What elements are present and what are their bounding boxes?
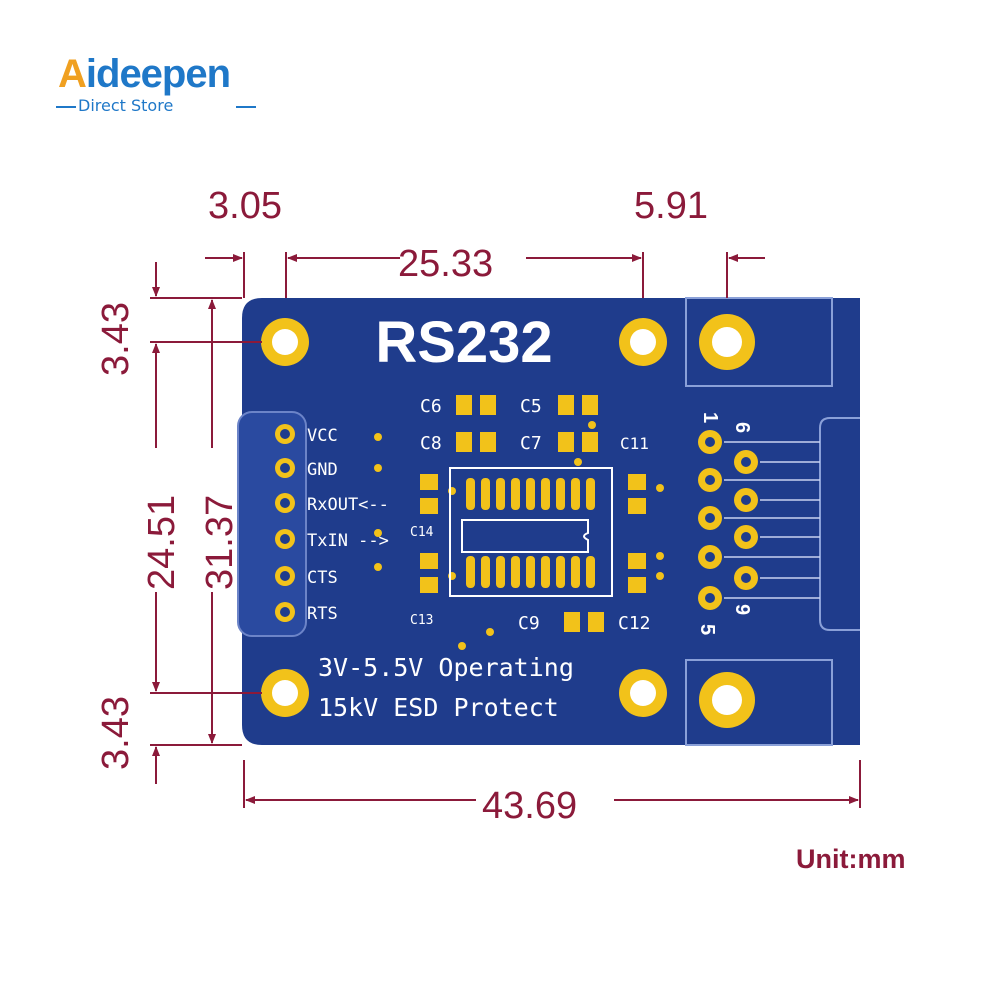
cap-label-c9: C9 — [518, 613, 540, 634]
pin-header — [275, 424, 295, 622]
dim-hole-spacing-y: 24.51 — [141, 495, 183, 590]
dim-top-margin: 3.43 — [95, 302, 137, 376]
cap-label-c8: C8 — [420, 433, 442, 454]
db9-connector-pads — [698, 430, 820, 610]
board-title: RS232 — [375, 310, 552, 375]
dim-connector-offset: 5.91 — [634, 185, 708, 227]
pin-label-rts: RTS — [307, 604, 338, 624]
cap-label-c5: C5 — [520, 396, 542, 417]
dim-board-height: 31.37 — [199, 495, 241, 590]
cap-label-c12: C12 — [618, 613, 651, 634]
capacitor-pads — [420, 395, 646, 632]
dim-board-width: 43.69 — [482, 785, 577, 827]
ic-footprint — [449, 467, 613, 597]
mounting-holes — [261, 314, 755, 728]
cap-label-c13: C13 — [410, 613, 433, 628]
logo-line-left — [56, 106, 76, 108]
brand-subtitle: Direct Store — [78, 96, 174, 115]
cap-label-c6: C6 — [420, 396, 442, 417]
pin-label-cts: CTS — [307, 568, 338, 588]
dim-top-left-offset: 3.05 — [208, 185, 282, 227]
pcb-board — [237, 297, 860, 746]
dim-bottom-margin: 3.43 — [95, 696, 137, 770]
cap-label-c7: C7 — [520, 433, 542, 454]
db9-number-9: 9 — [731, 604, 753, 615]
db9-number-5: 5 — [696, 624, 718, 635]
pin-label-vcc: VCC — [307, 426, 338, 446]
cap-label-c14: C14 — [410, 525, 434, 540]
db9-number-1: 1 — [699, 412, 721, 423]
dimension-lines — [150, 252, 861, 808]
cap-label-c11: C11 — [620, 434, 649, 453]
dim-hole-spacing-x: 25.33 — [398, 243, 493, 285]
pin-label-txin: TxIN --> — [307, 531, 389, 551]
board-line-operating: 3V-5.5V Operating — [318, 653, 574, 682]
unit-label: Unit:mm — [796, 844, 906, 874]
db9-number-6: 6 — [731, 422, 753, 433]
pin-label-gnd: GND — [307, 460, 338, 480]
board-line-esd: 15kV ESD Protect — [318, 693, 559, 722]
pin-label-rxout: RxOUT<-- — [307, 495, 389, 515]
brand-name: Aideepen — [58, 52, 231, 96]
brand-logo: Aideepen Direct Store — [52, 52, 282, 122]
logo-line-right — [236, 106, 256, 108]
